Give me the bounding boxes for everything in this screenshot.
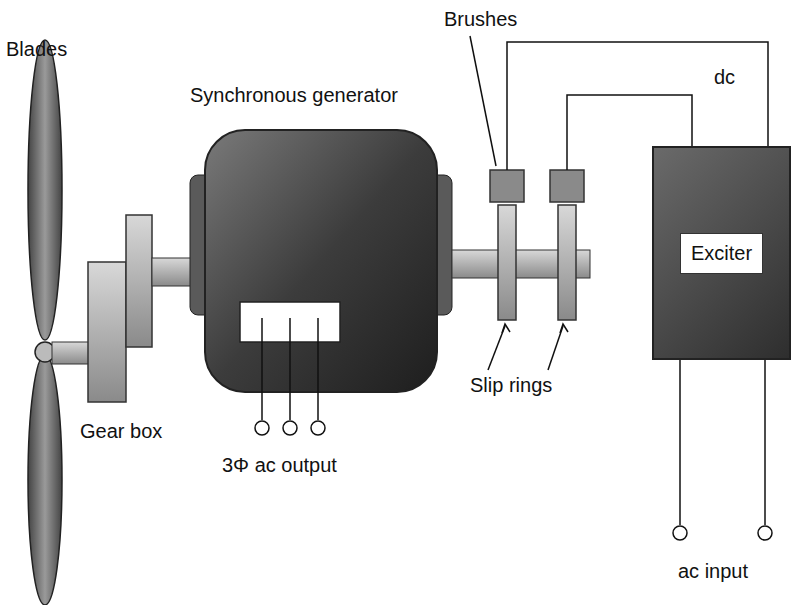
gear-box: [88, 215, 152, 402]
synchronous-generator: [190, 130, 452, 435]
ac-input-terminal: [673, 360, 772, 540]
rotor-blades: [28, 40, 62, 605]
signal-label: dc: [714, 66, 735, 88]
signal-label: 3Φ ac output: [222, 454, 337, 476]
box-title: Exciter: [680, 233, 763, 274]
signal-label: ac input: [678, 560, 748, 582]
part-label: Synchronous generator: [190, 84, 398, 106]
brushes: [490, 170, 584, 202]
slip-rings: [498, 205, 576, 320]
exciter-box: Exciter: [652, 146, 791, 360]
leader-line: [470, 36, 568, 370]
part-label: Gear box: [80, 420, 162, 442]
part-label: Slip rings: [470, 374, 552, 396]
part-label: Blades: [6, 38, 67, 60]
part-label: Brushes: [444, 8, 517, 30]
shaft: [52, 342, 92, 364]
